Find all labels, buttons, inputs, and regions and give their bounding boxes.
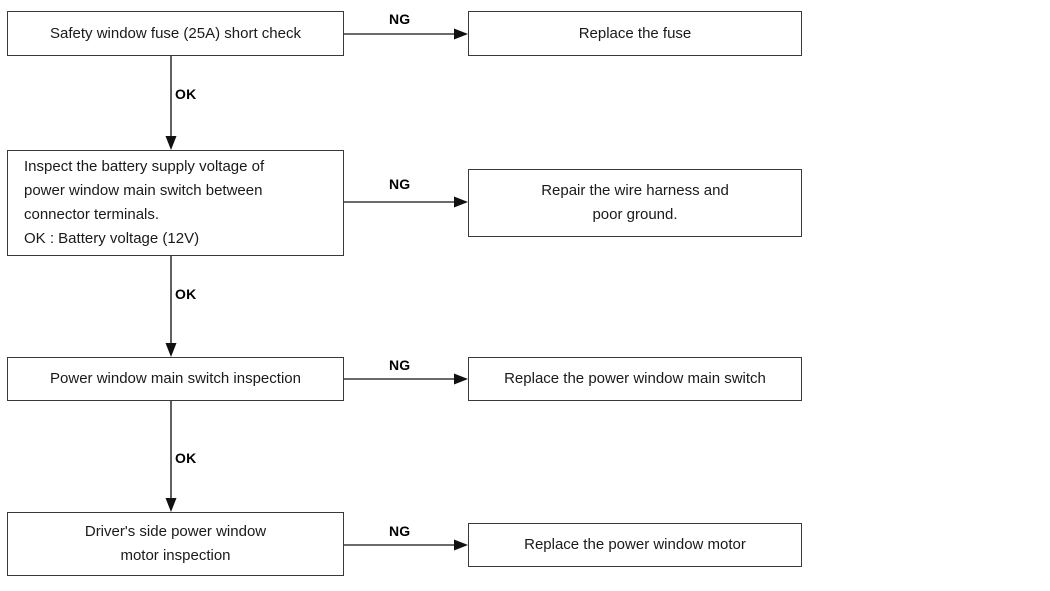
edge-label-ng-step1: NG bbox=[389, 11, 411, 27]
step-node-main-switch-inspection[interactable]: Power window main switch inspection bbox=[7, 357, 344, 401]
edge-label-ng-step2: NG bbox=[389, 176, 411, 192]
action-node-repair-wire-harness[interactable]: Repair the wire harness and poor ground. bbox=[468, 169, 802, 237]
action-node-replace-motor[interactable]: Replace the power window motor bbox=[468, 523, 802, 567]
connector-ok-step1-step2 bbox=[165, 56, 177, 150]
connector-ng-step1-action1 bbox=[344, 28, 468, 40]
edge-label-ok-step3: OK bbox=[175, 450, 197, 466]
action-node-replace-main-switch[interactable]: Replace the power window main switch bbox=[468, 357, 802, 401]
step-node-fuse-short-check[interactable]: Safety window fuse (25A) short check bbox=[7, 11, 344, 56]
edge-label-ng-step3: NG bbox=[389, 357, 411, 373]
connector-ok-step2-step3 bbox=[165, 256, 177, 357]
edge-label-ok-step2: OK bbox=[175, 286, 197, 302]
step-node-driver-side-motor-inspection[interactable]: Driver's side power window motor inspect… bbox=[7, 512, 344, 576]
connector-ng-step3-action3 bbox=[344, 373, 468, 385]
step-node-battery-supply-voltage-inspection[interactable]: Inspect the battery supply voltage of po… bbox=[7, 150, 344, 256]
edge-label-ng-step4: NG bbox=[389, 523, 411, 539]
connector-ng-step2-action2 bbox=[344, 196, 468, 208]
edge-label-ok-step1: OK bbox=[175, 86, 197, 102]
action-node-replace-fuse[interactable]: Replace the fuse bbox=[468, 11, 802, 56]
connector-ng-step4-action4 bbox=[344, 539, 468, 551]
